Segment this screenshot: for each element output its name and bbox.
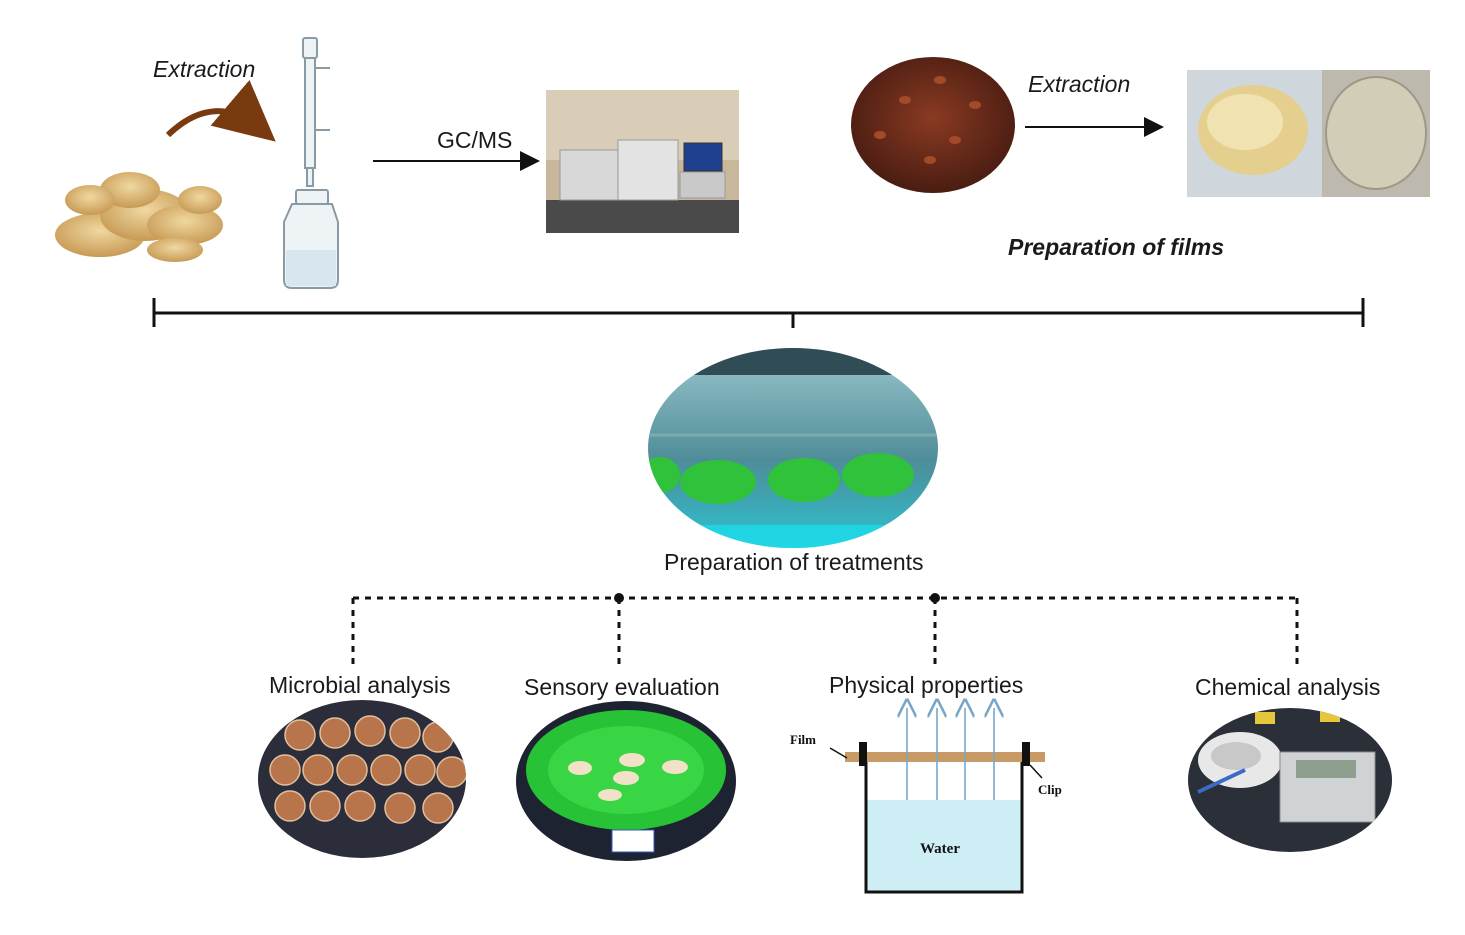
microbial-plates-icon [258, 700, 466, 858]
sensory-plate-icon [516, 701, 736, 861]
films-label: Preparation of films [1008, 234, 1224, 260]
extraction-label-right: Extraction [1028, 71, 1131, 97]
chemical-analysis-icon [1188, 708, 1392, 852]
water-label: Water [920, 841, 960, 857]
timeline-bracket [152, 298, 1365, 328]
seeds-icon [851, 57, 1015, 193]
treatment-hood-icon [648, 348, 938, 548]
extraction-curve-arrow [165, 79, 276, 142]
film-photos-icon [1187, 70, 1430, 197]
gcms-instrument-icon [546, 90, 739, 233]
ginger-icon [55, 172, 223, 262]
analysis-label-sensory: Sensory evaluation [524, 674, 720, 700]
analysis-label-physical: Physical properties [829, 672, 1024, 698]
treatments-label: Preparation of treatments [664, 549, 924, 575]
water-vapor-diagram: Film Clip Water [790, 708, 1062, 894]
dotted-connectors [351, 596, 1299, 664]
analysis-label-chemical: Chemical analysis [1195, 674, 1381, 700]
extraction-label-left: Extraction [153, 56, 256, 82]
distillation-apparatus-icon [283, 37, 339, 289]
clip-label: Clip [1038, 782, 1062, 797]
analysis-label-microbial: Microbial analysis [269, 672, 451, 698]
gcms-label: GC/MS [437, 127, 513, 153]
film-label: Film [790, 732, 816, 747]
